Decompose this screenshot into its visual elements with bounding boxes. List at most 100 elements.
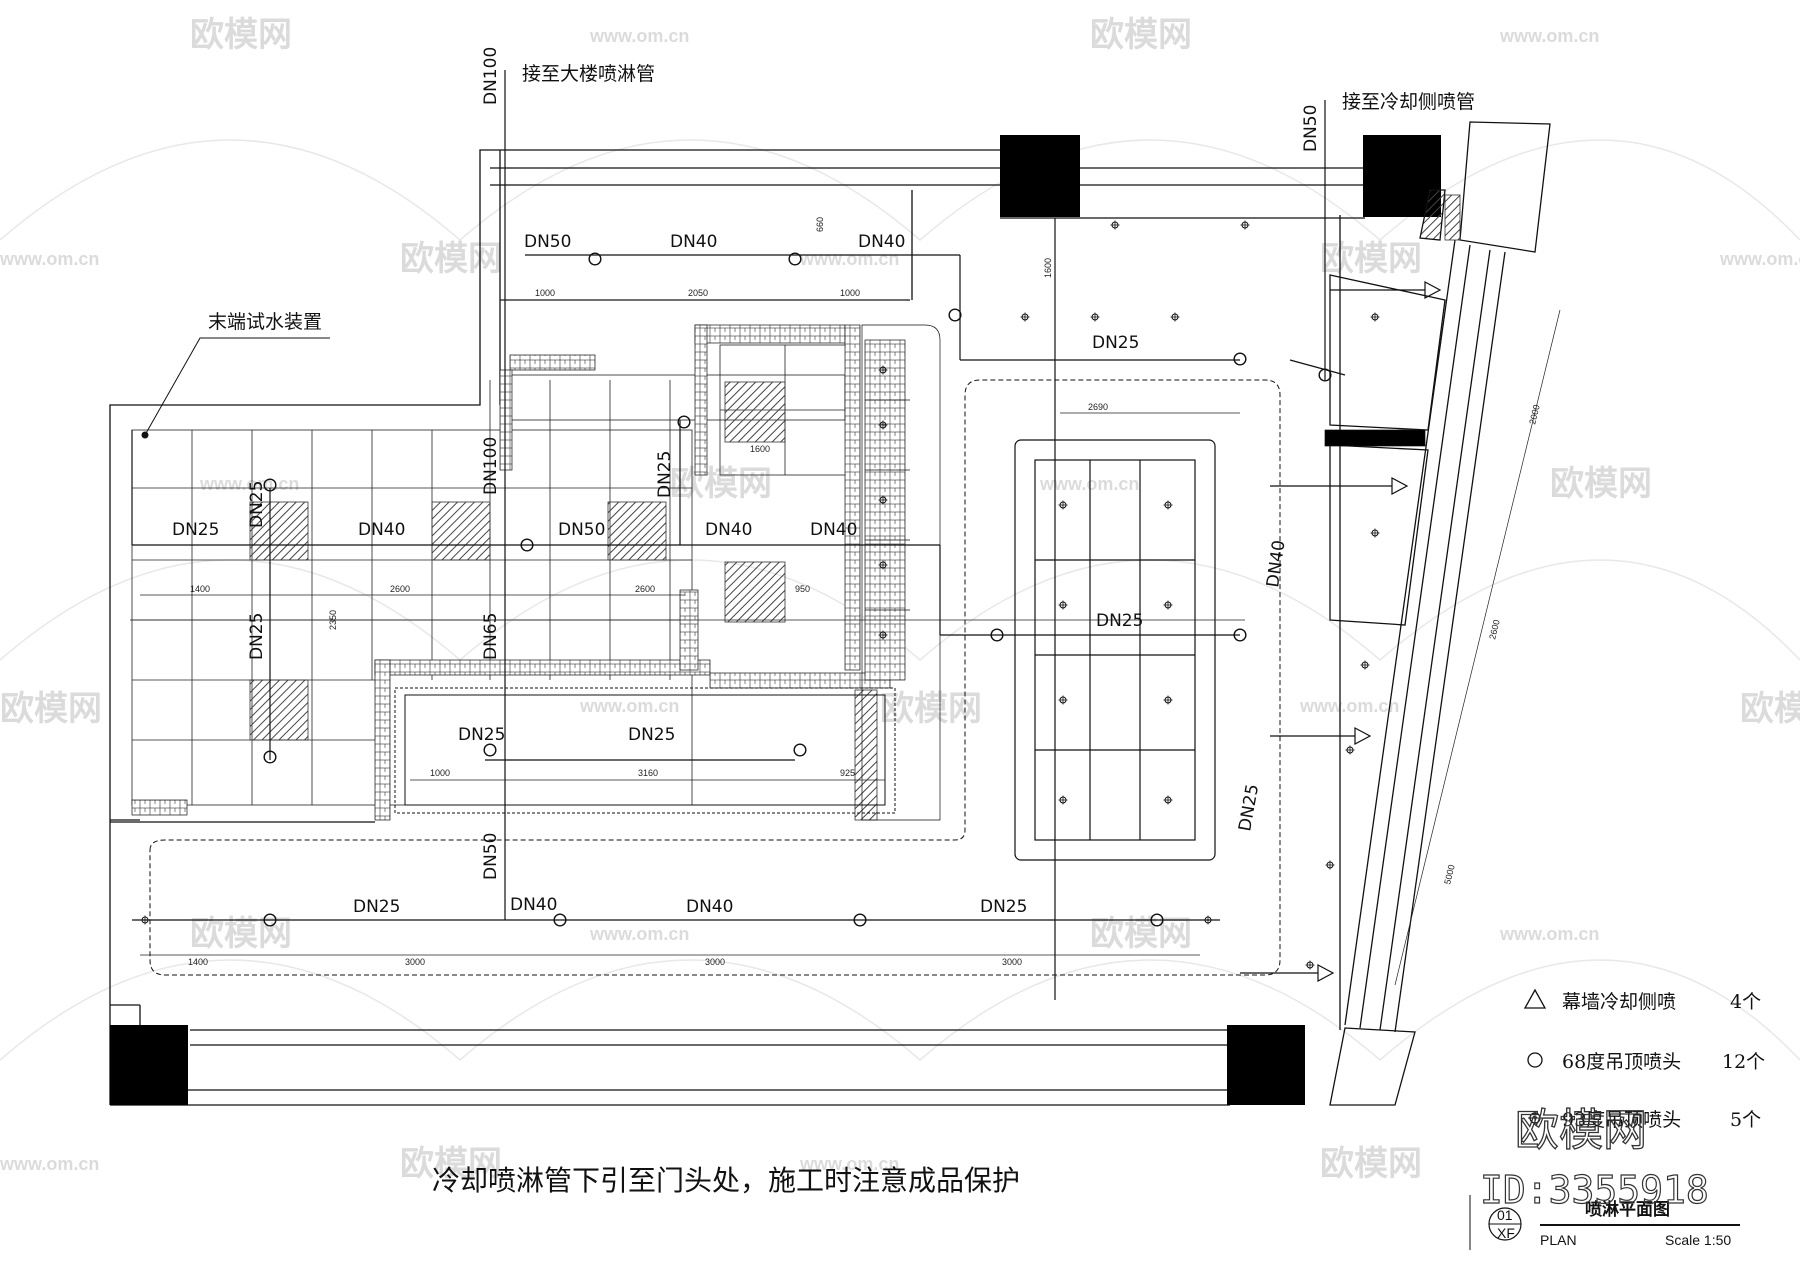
watermark-brand: 欧模网	[400, 239, 502, 279]
background-arches	[0, 139, 1800, 1061]
watermark-url: www.om.cn	[579, 696, 679, 716]
watermark-url: www.om.cn	[0, 249, 99, 269]
watermark-brand: 欧模网	[1320, 1144, 1422, 1184]
dimension-texts: 1000 2050 1000 660 1600 1400 2600 2600 9…	[188, 217, 1542, 967]
watermark-url: www.om.cn	[0, 1154, 99, 1174]
dimension: 3000	[1002, 957, 1022, 967]
pipe-label: DN50	[558, 520, 605, 540]
dimension: 660	[815, 217, 825, 232]
dimension: 5000	[1442, 864, 1457, 886]
dimension: 1600	[1043, 258, 1053, 278]
pipe-label: DN25	[247, 481, 267, 528]
pipe-label: DN40	[858, 232, 905, 252]
watermark-brand: 欧模网	[1320, 239, 1422, 279]
column	[110, 1025, 188, 1105]
pipe-network	[131, 70, 1346, 1000]
dimension: 1400	[188, 957, 208, 967]
dimension: 3000	[705, 957, 725, 967]
dimension: 1000	[430, 768, 450, 778]
dimension-lines	[130, 299, 1561, 986]
pipe-label: DN50	[481, 833, 501, 880]
watermark-brand: 欧模网	[190, 15, 292, 55]
dimension: 2000	[1527, 404, 1542, 426]
pipe-label: DN25	[458, 725, 505, 745]
brick-walls	[131, 324, 1426, 821]
pipe-label: DN40	[686, 897, 733, 917]
dimension: 1000	[840, 288, 860, 298]
watermark-brand: 欧模网	[1090, 914, 1192, 954]
construction-note: 冷却喷淋管下引至门头处，施工时注意成品保护	[432, 1164, 1020, 1197]
legend-count: 12个	[1722, 1051, 1765, 1073]
dimension: 2600	[635, 584, 655, 594]
pipe-label: DN25	[1092, 333, 1139, 353]
pipe-label: DN25	[655, 451, 675, 498]
pipe-label: DN40	[358, 520, 405, 540]
watermark-url: www.om.cn	[1299, 696, 1399, 716]
watermark-url: www.om.cn	[589, 924, 689, 944]
pipe-label: DN50	[524, 232, 571, 252]
pipe-label: DN25	[980, 897, 1027, 917]
watermark-url: www.om.cn	[1039, 474, 1139, 494]
title-block: 01 XF 喷淋平面图 PLAN Scale 1:50	[1469, 1195, 1740, 1250]
pipe-label: DN25	[1235, 783, 1263, 833]
column	[1227, 1025, 1305, 1105]
watermark-brand: 欧模网	[1090, 15, 1192, 55]
cooling-riser-note: 接至冷却侧喷管	[1342, 91, 1475, 113]
watermark-url: www.om.cn	[799, 1154, 899, 1174]
pipe-label: DN65	[481, 613, 501, 660]
dimension: 925	[840, 768, 855, 778]
watermark-brand: 欧模网	[0, 689, 102, 729]
pipe-label: DN25	[628, 725, 675, 745]
brand-watermark: 欧模网 ID:3355918	[1479, 1104, 1709, 1212]
legend-label: 93度吊顶喷头	[1562, 1109, 1681, 1131]
drawing-title: 喷淋平面图	[1585, 1199, 1670, 1220]
watermark-brand: 欧模网	[1550, 464, 1652, 504]
watermark-brand: 欧模网	[1740, 689, 1800, 729]
annotation-notes: 接至大楼喷淋管 接至冷却侧喷管 末端试水装置 冷却喷淋管下引至门头处，施工时注意…	[208, 63, 1475, 1197]
pipe-label: DN50	[1301, 105, 1321, 152]
test-device-leader	[141, 337, 330, 439]
dimension: 2600	[1487, 619, 1502, 641]
circle-symbol-icon	[1527, 1052, 1543, 1068]
pipe-label: DN100	[481, 47, 501, 105]
plan-label: PLAN	[1540, 1232, 1577, 1248]
legend-count: 4个	[1730, 991, 1761, 1013]
pipe-label: DN40	[705, 520, 752, 540]
dimension: 1600	[750, 444, 770, 454]
building-outline	[109, 149, 1365, 1106]
dimension: 2350	[328, 610, 338, 630]
watermark-brand: 欧模网	[400, 1144, 502, 1184]
legend-count: 5个	[1730, 1109, 1761, 1131]
side-spray-heads	[1240, 281, 1442, 982]
watermark-url: www.om.cn	[1499, 924, 1599, 944]
legend: 幕墙冷却侧喷 4个 68度吊顶喷头 12个 93度吊顶喷头 5个	[1523, 988, 1765, 1131]
watermark-brand-large: 欧模网	[1515, 1105, 1647, 1156]
watermark-brand: 欧模网	[670, 464, 772, 504]
pipe-label: DN40	[1263, 539, 1289, 589]
watermark-url: www.om.cn	[1499, 26, 1599, 46]
pipe-label: DN25	[353, 897, 400, 917]
dimension: 950	[795, 584, 810, 594]
scale-label: Scale 1:50	[1665, 1232, 1731, 1248]
watermark-url: www.om.cn	[589, 26, 689, 46]
pipe-label: DN25	[247, 613, 267, 660]
island-counter	[1014, 439, 1216, 861]
pipe-label: DN25	[172, 520, 219, 540]
dimension: 2050	[688, 288, 708, 298]
hatched-panels	[249, 194, 1461, 821]
legend-label: 幕墙冷却侧喷	[1562, 991, 1676, 1013]
structural-columns	[110, 135, 1441, 1105]
dimension: 3000	[405, 957, 425, 967]
watermark-url: www.om.cn	[799, 249, 899, 269]
dimension: 2690	[1088, 402, 1108, 412]
dimension: 3160	[638, 768, 658, 778]
curtain-wall	[1329, 121, 1551, 1106]
legend-label: 68度吊顶喷头	[1562, 1051, 1681, 1073]
dimension: 2600	[390, 584, 410, 594]
pipe-label: DN100	[481, 437, 501, 495]
sheet-number: 01	[1497, 1207, 1513, 1223]
watermark-url: www.om.cn	[1719, 249, 1800, 269]
pipe-label: DN40	[510, 895, 557, 915]
dimension: 1400	[190, 584, 210, 594]
